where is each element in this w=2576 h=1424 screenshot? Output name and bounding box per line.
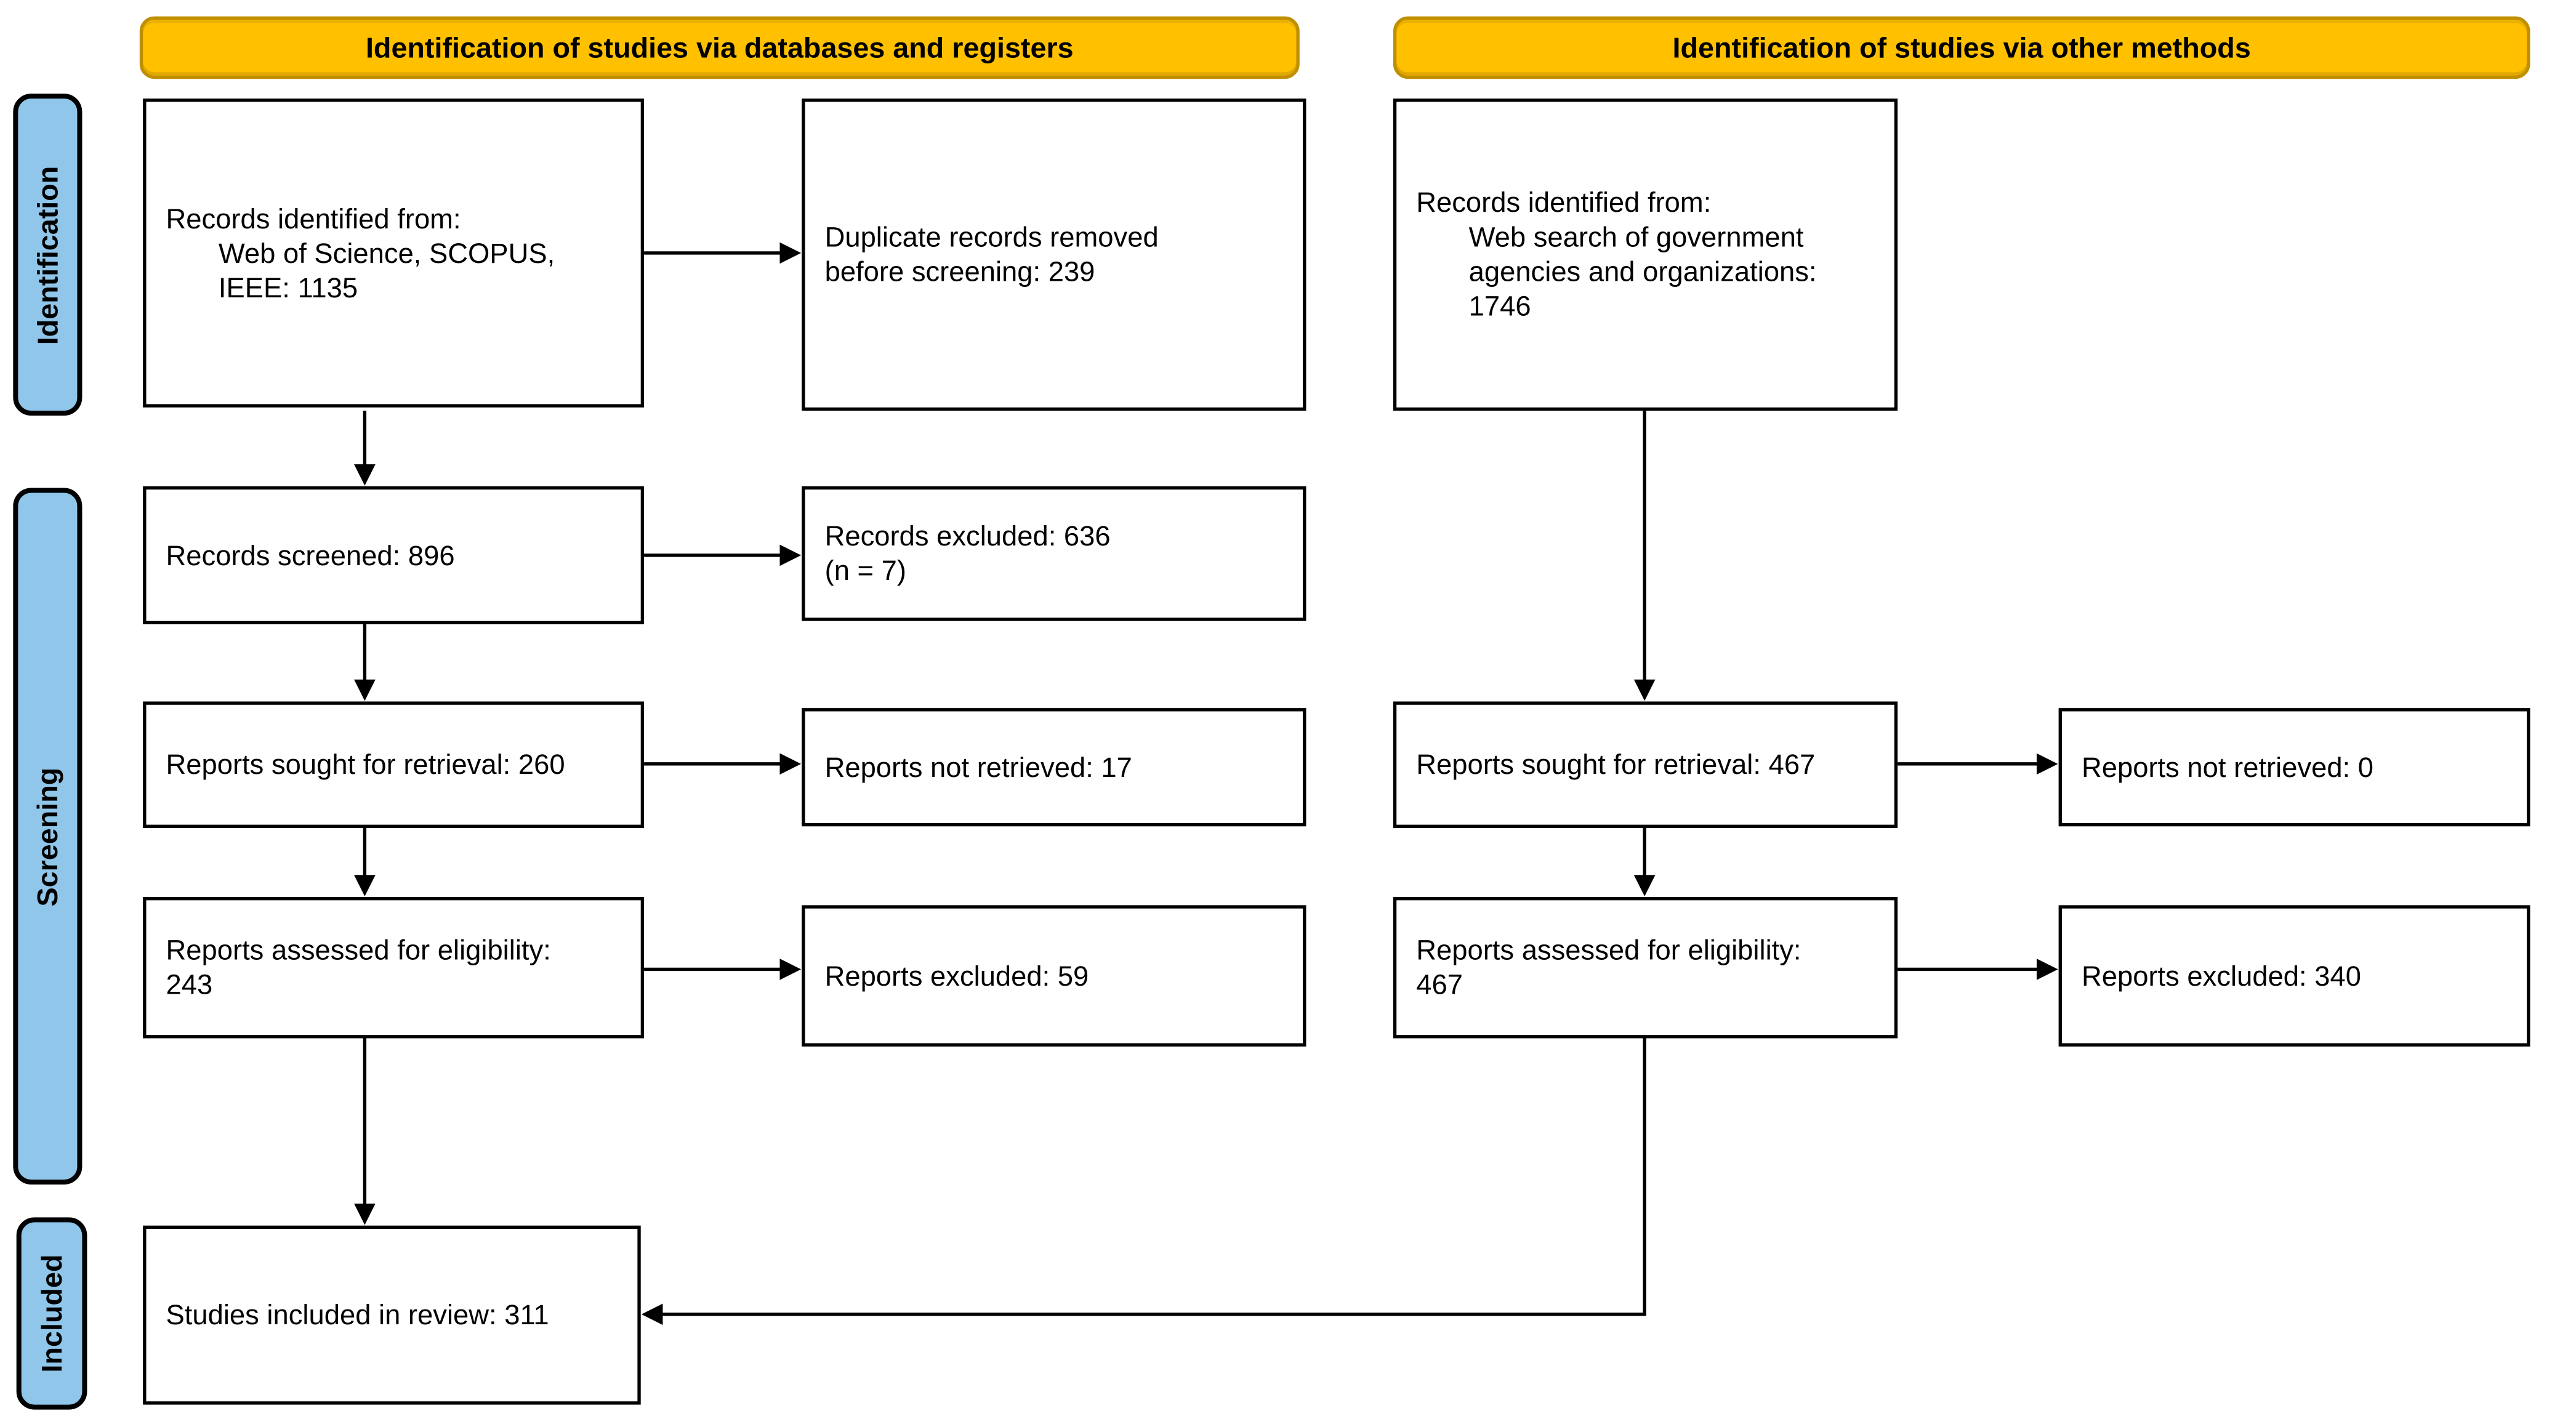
box-text-line: Reports not retrieved: 0 bbox=[2081, 751, 2374, 783]
box-text-line: before screening: 239 bbox=[824, 256, 1095, 288]
box-reports-excluded-other-methods: Reports excluded: 340 bbox=[2058, 905, 2530, 1047]
box-text-line: Web search of government bbox=[1468, 222, 1804, 253]
box-reports-assessed-databases: Reports assessed for eligibility: 243 bbox=[143, 897, 645, 1039]
box-text-line: 243 bbox=[166, 969, 213, 1001]
box-text-line: Records identified from: bbox=[166, 203, 461, 235]
box-records-excluded: Records excluded: 636 (n = 7) bbox=[802, 486, 1306, 621]
box-text-line: agencies and organizations: bbox=[1468, 256, 1817, 288]
box-text-line: Reports sought for retrieval: 260 bbox=[166, 749, 565, 781]
box-records-identified-other-methods: Records identified from: Web search of g… bbox=[1393, 99, 1898, 411]
box-text-line: Reports assessed for eligibility: bbox=[166, 935, 551, 967]
box-text-line: Reports excluded: 340 bbox=[2081, 960, 2361, 992]
box-reports-sought-other-methods: Reports sought for retrieval: 467 bbox=[1393, 701, 1898, 828]
stage-label-screening: Screening bbox=[13, 488, 83, 1185]
box-text-line: (n = 7) bbox=[824, 555, 906, 587]
stage-label-screening-text: Screening bbox=[30, 766, 63, 906]
box-studies-included: Studies included in review: 311 bbox=[143, 1225, 641, 1405]
box-text-line: Duplicate records removed bbox=[824, 222, 1159, 253]
box-records-screened: Records screened: 896 bbox=[143, 486, 645, 625]
stage-label-identification: Identification bbox=[13, 94, 83, 416]
box-text-line: Web of Science, SCOPUS, bbox=[218, 237, 555, 269]
stage-label-identification-text: Identification bbox=[30, 165, 63, 344]
box-reports-not-retrieved-databases: Reports not retrieved: 17 bbox=[802, 708, 1306, 827]
box-reports-sought-databases: Reports sought for retrieval: 260 bbox=[143, 701, 645, 828]
box-text-line: Reports not retrieved: 17 bbox=[824, 751, 1132, 783]
box-reports-excluded-databases: Reports excluded: 59 bbox=[802, 905, 1306, 1047]
box-text-line: Studies included in review: 311 bbox=[166, 1299, 549, 1331]
arrow-other-assessed-to-included bbox=[641, 1038, 1646, 1325]
banner-other-methods: Identification of studies via other meth… bbox=[1393, 16, 2530, 79]
box-text-line: Reports excluded: 59 bbox=[824, 960, 1089, 992]
box-text-line: 467 bbox=[1416, 969, 1463, 1001]
box-text-line: Reports assessed for eligibility: bbox=[1416, 935, 1801, 967]
box-text-line: Reports sought for retrieval: 467 bbox=[1416, 749, 1816, 781]
box-text-line: Records identified from: bbox=[1416, 187, 1712, 219]
box-text-line: 1746 bbox=[1468, 291, 1531, 323]
box-duplicate-records-removed: Duplicate records removed before screeni… bbox=[802, 99, 1306, 411]
stage-label-included-text: Included bbox=[34, 1254, 68, 1373]
banner-databases-registers: Identification of studies via databases … bbox=[139, 16, 1300, 79]
banner-databases-registers-label: Identification of studies via databases … bbox=[365, 30, 1074, 63]
box-records-identified-databases: Records identified from: Web of Science,… bbox=[143, 99, 645, 408]
stage-label-included: Included bbox=[16, 1217, 87, 1410]
box-text-line: Records screened: 896 bbox=[166, 539, 455, 571]
box-text-line: Records excluded: 636 bbox=[824, 520, 1111, 552]
box-reports-assessed-other-methods: Reports assessed for eligibility: 467 bbox=[1393, 897, 1898, 1039]
box-reports-not-retrieved-other-methods: Reports not retrieved: 0 bbox=[2058, 708, 2530, 827]
box-text-line: IEEE: 1135 bbox=[218, 272, 358, 304]
banner-other-methods-label: Identification of studies via other meth… bbox=[1672, 30, 2251, 63]
